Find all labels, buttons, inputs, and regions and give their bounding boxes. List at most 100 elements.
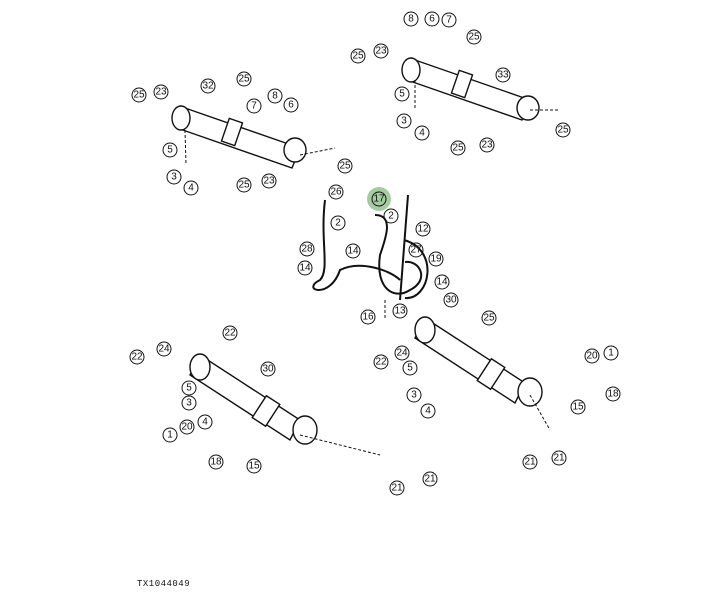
svg-text:25: 25: [352, 51, 364, 62]
svg-text:8: 8: [408, 14, 414, 25]
svg-text:2: 2: [335, 218, 341, 229]
hydraulic-lines: [312, 194, 429, 301]
svg-text:5: 5: [186, 383, 192, 394]
callout-7: 7: [441, 12, 457, 28]
callout-8: 8: [403, 11, 419, 27]
svg-text:3: 3: [171, 172, 177, 183]
svg-text:26: 26: [330, 187, 342, 198]
svg-text:22: 22: [224, 328, 236, 339]
callout-27: 27: [408, 242, 424, 258]
svg-text:25: 25: [483, 313, 495, 324]
callout-16: 16: [360, 309, 376, 325]
svg-text:24: 24: [396, 348, 408, 359]
callout-4: 4: [414, 125, 430, 141]
callout-17: 17: [367, 187, 391, 211]
callout-20: 20: [584, 348, 600, 364]
svg-text:1: 1: [608, 348, 614, 359]
svg-text:6: 6: [429, 14, 435, 25]
svg-text:25: 25: [238, 180, 250, 191]
svg-text:4: 4: [419, 128, 425, 139]
svg-text:7: 7: [251, 101, 257, 112]
callout-5: 5: [394, 86, 410, 102]
svg-text:5: 5: [399, 89, 405, 100]
cylinder-30-right: [414, 316, 543, 407]
svg-text:30: 30: [445, 295, 457, 306]
svg-text:14: 14: [347, 246, 359, 257]
callout-21: 21: [389, 480, 405, 496]
svg-text:14: 14: [436, 277, 448, 288]
callout-12: 12: [415, 221, 431, 237]
svg-text:20: 20: [586, 351, 598, 362]
callout-25: 25: [466, 29, 482, 45]
svg-text:8: 8: [272, 91, 278, 102]
figure-id: TX1044049: [137, 579, 191, 589]
svg-text:5: 5: [167, 145, 173, 156]
svg-text:22: 22: [375, 357, 387, 368]
highlight-marker: [367, 187, 391, 211]
svg-text:16: 16: [362, 312, 374, 323]
svg-text:27: 27: [410, 245, 422, 256]
cylinder-32: [171, 105, 307, 169]
svg-text:25: 25: [468, 32, 480, 43]
svg-text:25: 25: [238, 74, 250, 85]
callout-1: 1: [162, 427, 178, 443]
callout-4: 4: [183, 180, 199, 196]
callout-19: 19: [428, 251, 444, 267]
svg-text:21: 21: [524, 457, 536, 468]
svg-text:23: 23: [263, 176, 275, 187]
callout-14: 14: [297, 260, 313, 276]
svg-text:21: 21: [424, 474, 436, 485]
callout-25: 25: [236, 177, 252, 193]
svg-text:22: 22: [131, 352, 143, 363]
callout-3: 3: [406, 387, 422, 403]
callout-5: 5: [162, 142, 178, 158]
svg-text:33: 33: [497, 70, 509, 81]
svg-text:25: 25: [133, 90, 145, 101]
svg-text:15: 15: [572, 402, 584, 413]
callout-23: 23: [373, 43, 389, 59]
svg-text:18: 18: [607, 389, 619, 400]
callout-20: 20: [179, 419, 195, 435]
callout-4: 4: [197, 414, 213, 430]
callout-28: 28: [299, 241, 315, 257]
callout-6: 6: [283, 97, 299, 113]
callout-24: 24: [156, 341, 172, 357]
svg-text:20: 20: [181, 422, 193, 433]
callout-30: 30: [443, 292, 459, 308]
svg-text:3: 3: [401, 116, 407, 127]
callout-23: 23: [153, 84, 169, 100]
svg-text:24: 24: [158, 344, 170, 355]
callout-13: 13: [392, 303, 408, 319]
svg-text:3: 3: [411, 390, 417, 401]
callout-14: 14: [434, 274, 450, 290]
svg-text:25: 25: [557, 125, 569, 136]
callout-25: 25: [236, 71, 252, 87]
svg-text:17: 17: [373, 194, 385, 205]
cylinder-33: [401, 57, 540, 121]
callout-8: 8: [267, 88, 283, 104]
callout-3: 3: [181, 395, 197, 411]
callout-4: 4: [420, 403, 436, 419]
callout-5: 5: [402, 360, 418, 376]
leader-dashes: [184, 80, 560, 456]
callout-22: 22: [373, 354, 389, 370]
svg-text:25: 25: [452, 143, 464, 154]
callout-25: 25: [555, 122, 571, 138]
callout-21: 21: [522, 454, 538, 470]
svg-text:25: 25: [339, 161, 351, 172]
callout-14: 14: [345, 243, 361, 259]
callout-23: 23: [261, 173, 277, 189]
svg-text:30: 30: [262, 364, 274, 375]
svg-text:6: 6: [288, 100, 294, 111]
svg-text:14: 14: [299, 263, 311, 274]
callout-15: 15: [246, 458, 262, 474]
svg-text:21: 21: [553, 453, 565, 464]
svg-text:18: 18: [210, 457, 222, 468]
callout-32: 32: [200, 78, 216, 94]
callout-1: 1: [603, 345, 619, 361]
svg-text:4: 4: [202, 417, 208, 428]
callout-18: 18: [605, 386, 621, 402]
callout-25: 25: [481, 310, 497, 326]
